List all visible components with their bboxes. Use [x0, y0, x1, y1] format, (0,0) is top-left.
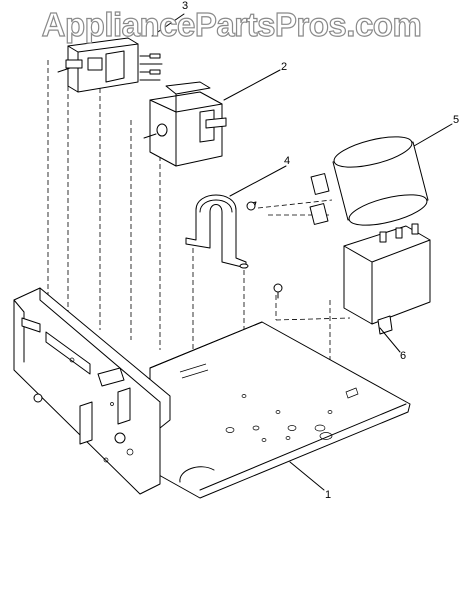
callout-4: 4 — [284, 155, 291, 167]
callout-6: 6 — [400, 350, 407, 362]
part-5-capacitor — [309, 136, 429, 226]
callout-5: 5 — [453, 114, 460, 126]
callout-2: 2 — [281, 61, 288, 73]
watermark: AppliancePartsPros.com — [41, 5, 422, 43]
part-4-capacitor-strap — [185, 194, 257, 269]
mounting-screw — [273, 283, 283, 299]
part-1-chassis — [13, 287, 411, 499]
callout-leaders — [151, 13, 453, 491]
part-2-relay — [143, 81, 227, 167]
part-3-rotary-switch — [57, 37, 163, 93]
callout-1: 1 — [325, 489, 332, 501]
callout-3: 3 — [182, 0, 189, 12]
part-6-transformer — [343, 223, 431, 335]
